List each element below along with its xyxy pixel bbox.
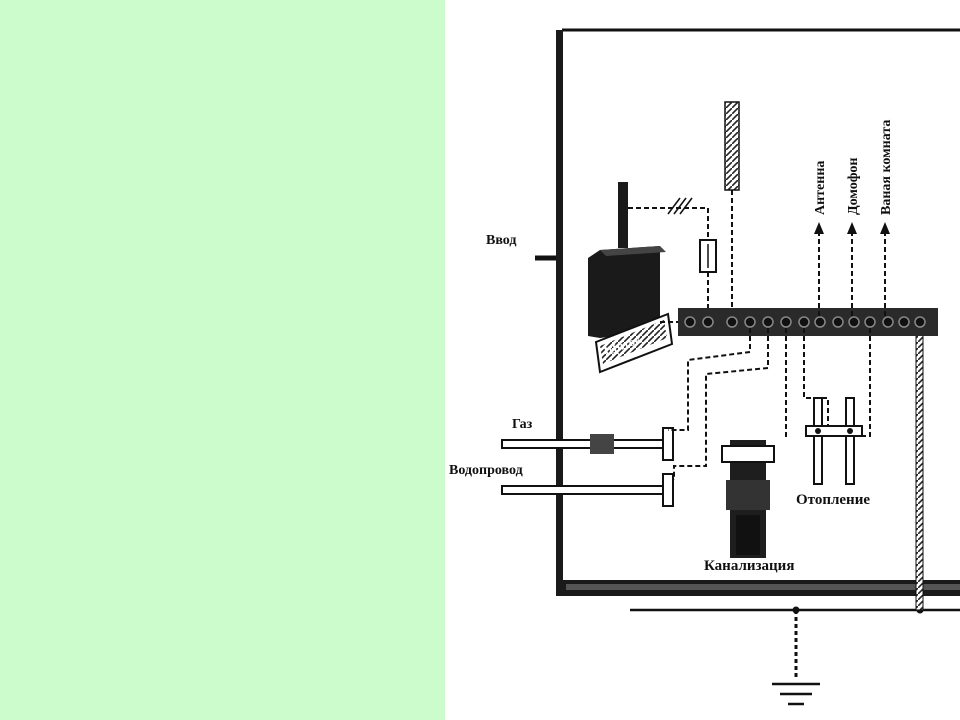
arrow-up-icon (880, 222, 890, 234)
ground-line (630, 606, 960, 680)
hatched-mast (724, 101, 740, 322)
ground-busbar (678, 308, 938, 336)
heating-pipes (805, 397, 863, 485)
fuse-box (699, 239, 717, 273)
arrow-up-icon (847, 222, 857, 234)
room-walls (556, 28, 960, 596)
sewer-pipe (721, 440, 775, 558)
label-domofon: Домофон (846, 158, 861, 215)
electrical-panel (588, 182, 674, 374)
label-vannaya: Ваная комната (879, 120, 894, 215)
main-ground-conductor (915, 334, 924, 611)
ground-symbol-icon (772, 682, 820, 706)
arrow-up-icon (814, 222, 824, 234)
gas-pipe (501, 427, 674, 461)
hatch-marks (667, 197, 693, 215)
water-pipe (501, 473, 674, 507)
label-vvod: Ввод (486, 233, 516, 248)
label-gaz: Газ (512, 417, 533, 432)
label-kanalizaciya: Канализация (704, 558, 794, 574)
left-panel (0, 0, 445, 720)
label-vodoprovod: Водопровод (449, 463, 523, 478)
grounding-diagram: Ввод Газ Водопровод Отопление Канализаци… (445, 0, 960, 720)
label-antenna: Антенна (813, 161, 828, 215)
label-otoplenie: Отопление (796, 492, 870, 508)
